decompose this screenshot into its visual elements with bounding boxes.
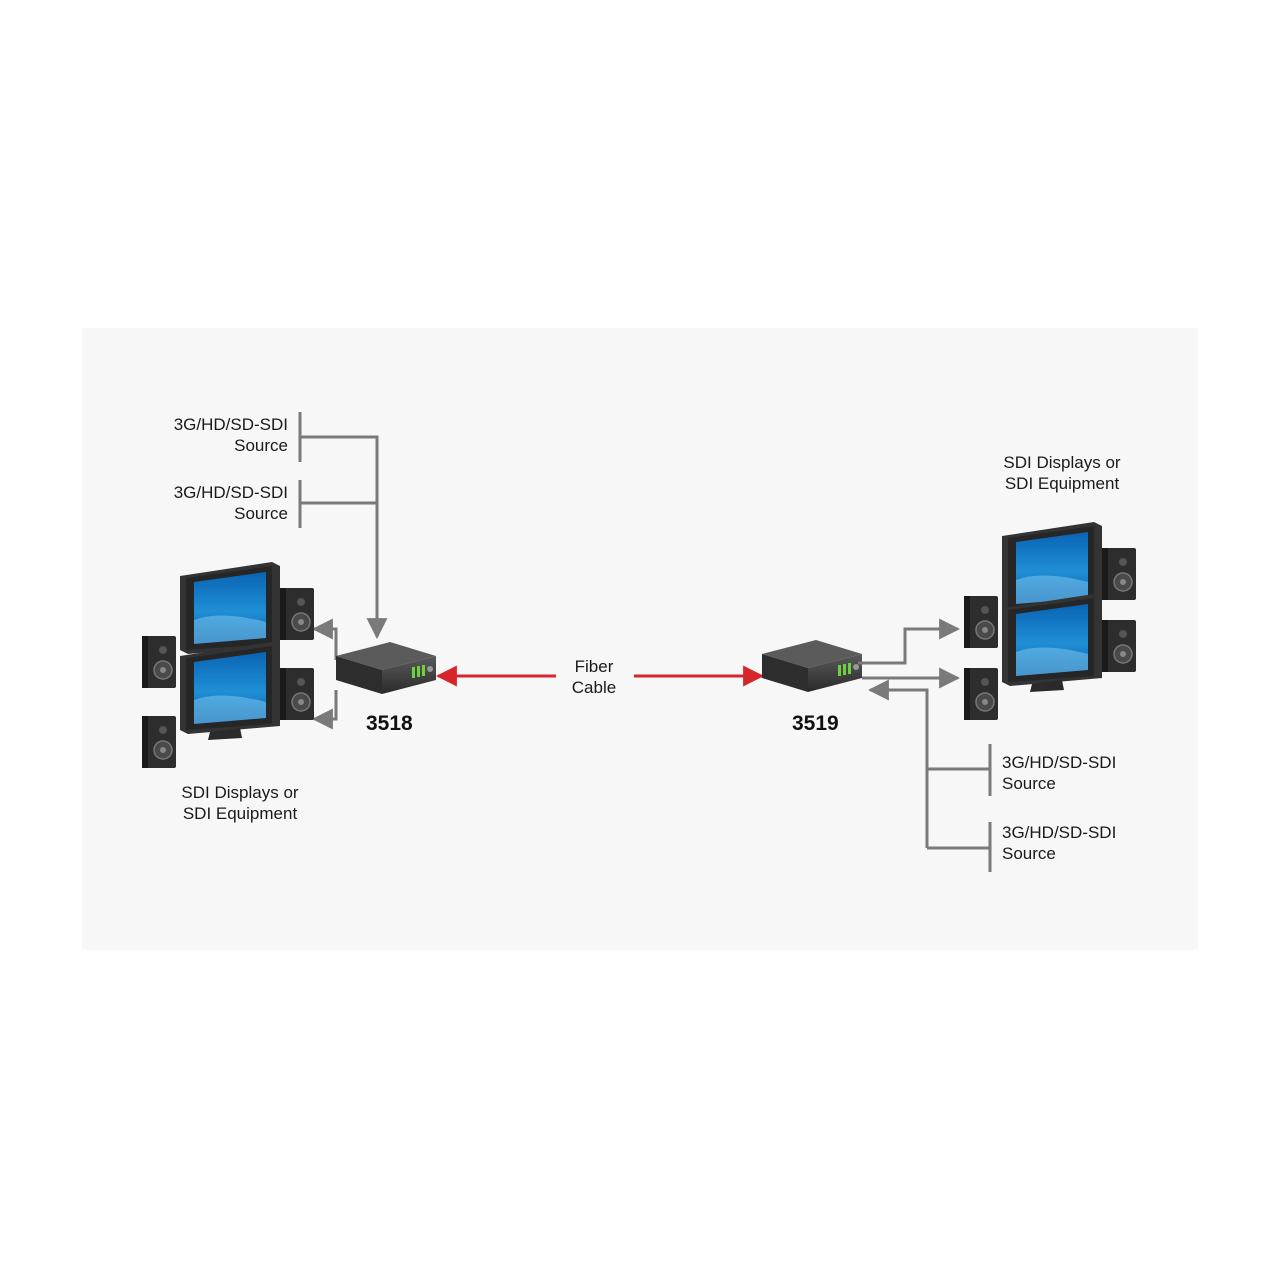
speaker-icon <box>279 667 315 721</box>
right-equipment-stack <box>963 522 1137 721</box>
right-output-connectors <box>858 618 961 689</box>
left-equipment-stack <box>141 562 315 769</box>
monitor-icon <box>180 642 280 740</box>
converter-box-icon <box>762 640 862 692</box>
right-device-model: 3519 <box>792 712 839 735</box>
monitor-icon <box>1002 594 1102 692</box>
speaker-icon <box>963 595 999 649</box>
left-output-connectors <box>311 618 338 730</box>
left-device-model: 3518 <box>366 712 413 735</box>
speaker-icon <box>141 635 177 689</box>
speaker-icon <box>963 667 999 721</box>
speaker-icon <box>1101 547 1137 601</box>
speaker-icon <box>141 715 177 769</box>
speaker-icon <box>1101 619 1137 673</box>
speaker-icon <box>279 587 315 641</box>
left-source-connectors <box>298 412 388 640</box>
converter-box-icon <box>336 642 436 694</box>
right-source-connectors <box>867 679 992 872</box>
